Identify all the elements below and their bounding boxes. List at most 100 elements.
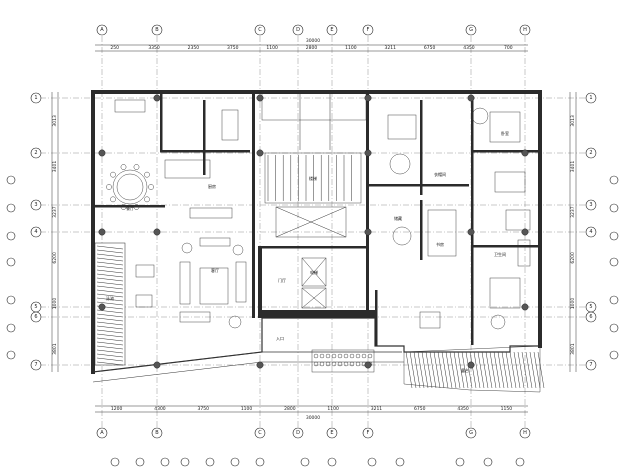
room-label-pool: 泳池	[106, 295, 114, 301]
terrace-hatch-line	[413, 351, 421, 389]
axis-bubble-bottom: C	[254, 427, 266, 439]
bottom-total-dimension: 30000	[306, 415, 320, 421]
axis-bubble-top: D	[292, 24, 304, 36]
dimension-value: 2350	[188, 45, 200, 51]
axis-bubble-footer	[160, 457, 170, 467]
axis-bubble-far-left	[6, 295, 16, 305]
terrace-hatch-line	[453, 351, 461, 389]
terrace-hatch-line	[525, 351, 533, 389]
axis-bubble-far-left	[6, 257, 16, 267]
room-label-terrace: 露台	[461, 367, 469, 373]
dimension-value: 4350	[457, 406, 469, 412]
dimension-lines	[51, 44, 577, 413]
axis-bubble-top: E	[326, 24, 338, 36]
axis-bubble-top-label: B	[155, 27, 159, 33]
axis-bubble-left: 6	[30, 311, 42, 323]
column	[467, 94, 475, 102]
terrace-hatch-line	[497, 351, 505, 389]
dimension-value: 1100	[345, 45, 357, 51]
room-label-lobby: 门厅	[278, 277, 286, 283]
axis-bubble-far-left	[6, 231, 16, 241]
room-label-kitchen: 厨房	[208, 183, 216, 189]
axis-bubble-far-right	[609, 350, 619, 360]
axis-bubble-far-right	[609, 323, 619, 333]
axis-bubble-left: 4	[30, 226, 42, 238]
column	[153, 94, 161, 102]
terrace-hatch-line	[429, 351, 437, 389]
axis-bubble-left: 5	[30, 301, 42, 313]
axis-bubble-right-label: 4	[589, 229, 592, 235]
terrace-hatch-line	[409, 351, 417, 389]
room-labels: 餐厅 客厅 泳池 厨房 卧室 卫生间 书房 楼梯 电梯 门厅 露台 入口 衣帽间…	[106, 130, 509, 373]
axis-bubble-far-left	[6, 203, 16, 213]
column	[364, 361, 372, 369]
pool-hatch-line	[96, 257, 124, 262]
footer-axis-bubbles	[110, 457, 525, 467]
dining-table	[106, 164, 154, 210]
axis-bubble-bottom: G	[465, 427, 477, 439]
kitchen-island	[114, 99, 239, 219]
room-label-cloak: 衣帽间	[434, 171, 446, 177]
room-label-stair: 楼梯	[309, 175, 317, 181]
pool-hatch-line	[96, 317, 124, 322]
planter-shrub	[313, 361, 319, 367]
room-label-storage: 储藏	[394, 215, 402, 221]
axis-bubble-right-label: 1	[589, 95, 592, 101]
dimension-value: 3801	[570, 343, 576, 355]
top-total-dimension: 30000	[306, 38, 320, 44]
axis-bubble-top: F	[362, 24, 374, 36]
dining-chair	[120, 204, 127, 210]
axis-bubble-top-label: E	[330, 27, 333, 33]
terrace-hatch-line	[505, 351, 513, 389]
planter-shrub	[337, 361, 343, 367]
axis-bubble-footer	[110, 457, 120, 467]
column	[521, 303, 529, 311]
axis-bubble-top-label: H	[523, 27, 527, 33]
room-label-entry: 入口	[276, 336, 284, 341]
axis-bubble-top-label: C	[258, 27, 262, 33]
axis-bubble-left-label: 2	[34, 150, 37, 156]
terrace-hatch-line	[461, 351, 469, 389]
dimension-value: 4350	[463, 45, 475, 51]
axis-bubble-footer	[135, 457, 145, 467]
dimension-value: 250	[110, 45, 119, 51]
axis-bubble-right-label: 3	[589, 202, 592, 208]
room-label-dining: 餐厅	[126, 205, 134, 211]
room-label-elevator: 电梯	[310, 269, 318, 275]
axis-bubble-right: 6	[585, 311, 597, 323]
dimension-value: 3801	[52, 343, 58, 355]
pool-hatch-line	[96, 297, 124, 302]
axis-bubble-left-label: 3	[34, 202, 37, 208]
dimension-value: 2800	[284, 406, 296, 412]
axis-bubble-left: 2	[30, 147, 42, 159]
axis-bubble-top-label: F	[367, 27, 370, 33]
pool-hatch-line	[96, 277, 124, 282]
dimension-value: 1100	[266, 45, 278, 51]
axis-bubble-top-label: A	[100, 27, 104, 33]
column	[256, 94, 264, 102]
planter-shrub	[331, 361, 337, 367]
axis-bubble-bottom: F	[362, 427, 374, 439]
dining-chair	[144, 171, 150, 178]
dimension-value: 6200	[570, 252, 576, 264]
planter-shrub	[343, 361, 349, 367]
dining-chair	[110, 196, 116, 203]
dining-chair	[148, 184, 154, 190]
axis-bubble-right-label: 6	[589, 314, 592, 320]
axis-bubble-bottom-label: H	[523, 430, 527, 436]
axis-bubble-far-left	[6, 350, 16, 360]
axis-bubble-footer	[515, 457, 525, 467]
terrace-hatch-line	[473, 351, 481, 389]
pool-hatch-line	[96, 249, 124, 254]
pool-hatch-line	[96, 325, 124, 330]
dining-chair	[133, 204, 140, 210]
terrace-hatch-line	[501, 351, 509, 389]
dining-chair	[120, 164, 127, 170]
axis-bubble-top: B	[151, 24, 163, 36]
axis-bubble-bottom: H	[519, 427, 531, 439]
room-label-bath: 卫生间	[494, 251, 506, 257]
